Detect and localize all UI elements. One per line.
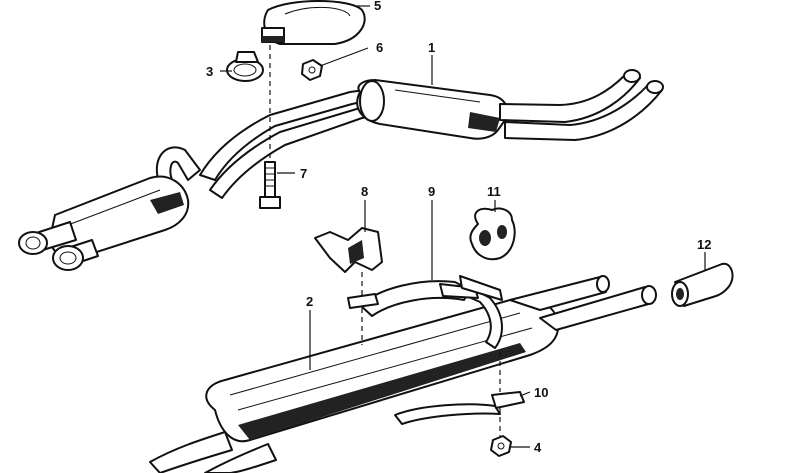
- front-flanges: [18, 221, 99, 271]
- callout-8: 8: [361, 184, 368, 199]
- callout-10: 10: [534, 385, 548, 400]
- nut-part6: [301, 59, 323, 81]
- callout-12: 12: [697, 237, 711, 252]
- nut-part4: [490, 435, 512, 457]
- callouts: 5 6 3 1 7 8 9 11 12 2 10 4: [206, 0, 711, 455]
- sleeve-part12: [671, 262, 734, 307]
- callout-9: 9: [428, 184, 435, 199]
- bolt-part7: [259, 45, 281, 209]
- rear-muffler-part2: [149, 275, 657, 473]
- callout-5: 5: [374, 0, 381, 13]
- callout-7: 7: [300, 166, 307, 181]
- leader-lines: [220, 5, 706, 448]
- lower-bracket-part10: [394, 352, 525, 440]
- callout-1: 1: [428, 40, 435, 55]
- strap-clamp-part9: [359, 275, 503, 349]
- callout-3: 3: [206, 64, 213, 79]
- front-silencer: [49, 175, 190, 260]
- center-muffler-part1: [356, 69, 664, 141]
- callout-11: 11: [487, 184, 501, 199]
- callout-2: 2: [306, 294, 313, 309]
- callout-6: 6: [376, 40, 383, 55]
- callout-4: 4: [534, 440, 542, 455]
- spring-ring-part3: [226, 51, 264, 82]
- rubber-mount-part11: [469, 207, 516, 261]
- pipe-clamp-part5: [261, 0, 366, 45]
- bracket-part8: [314, 227, 383, 345]
